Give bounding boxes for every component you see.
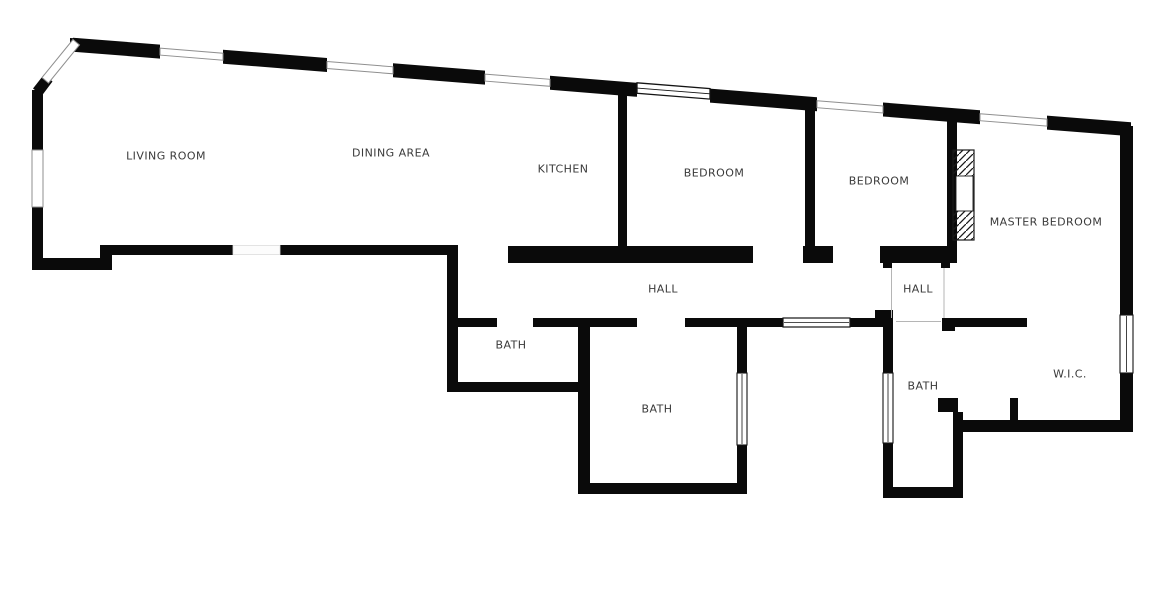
bath1-left-wall <box>447 253 458 392</box>
room-label-bedroom-2: BEDROOM <box>848 174 910 188</box>
window-icon <box>484 73 551 87</box>
bath2-right-wall-lower <box>737 445 747 494</box>
room-label-dining-area: DINING AREA <box>351 146 431 160</box>
room-label-bath-3: BATH <box>907 379 939 393</box>
interior-partition-walls <box>618 90 957 263</box>
bath3-corner-notch <box>938 398 958 412</box>
central-bearing-wall <box>508 246 952 268</box>
window-icon <box>31 149 44 208</box>
wic-bottom-wall <box>958 420 1132 432</box>
room-label-bath-2: BATH <box>641 402 673 416</box>
bath3-left-wall-lower <box>883 443 893 498</box>
bath1-bottom-wall <box>447 382 590 392</box>
bath2-bottom-wall <box>578 483 747 494</box>
window-icon <box>159 47 224 61</box>
room-label-living-room: LIVING ROOM <box>126 149 206 163</box>
room-label-bath-1: BATH <box>495 338 527 352</box>
room-label-bedroom-1: BEDROOM <box>683 166 745 180</box>
room-label-hall-1: HALL <box>648 282 678 296</box>
kitchen-bedroom-wall <box>618 90 627 247</box>
bath3-bottom-wall <box>883 487 963 498</box>
room-label-wic: W.I.C. <box>1053 367 1087 381</box>
bedroom-divider-wall <box>805 104 815 247</box>
room-label-master-bedroom: MASTER BEDROOM <box>989 215 1103 229</box>
wic-window-icon <box>1119 314 1134 374</box>
room-label-kitchen: KITCHEN <box>537 162 589 176</box>
window-icon <box>979 113 1048 127</box>
hall-window-icon <box>782 317 851 328</box>
top-wall-windows <box>41 38 1048 127</box>
right-exterior-wall <box>1120 126 1133 432</box>
bath3-left-wall-upper <box>883 318 893 373</box>
bath2-left-wall <box>578 327 590 493</box>
bedroom2-right-wall <box>947 116 957 263</box>
door-opening <box>232 245 281 255</box>
living-room-bottom-wall <box>100 245 458 255</box>
room-label-hall-2: HALL <box>903 282 933 296</box>
bath3-window-icon <box>882 372 894 444</box>
bath2-window-icon <box>736 372 748 446</box>
door-threshold-lines <box>891 268 945 322</box>
kitchen-window-icon <box>636 82 711 100</box>
bath3-right-wall <box>953 412 963 498</box>
window-icon <box>326 60 394 75</box>
duct-shaft-icon <box>952 149 975 241</box>
window-icon <box>41 38 81 84</box>
bath-walls <box>447 253 747 494</box>
bath2-right-wall-upper <box>737 327 747 373</box>
wic-partition-stub <box>1010 398 1018 422</box>
bath3-wic-walls <box>883 318 1132 498</box>
window-icon <box>816 100 884 114</box>
